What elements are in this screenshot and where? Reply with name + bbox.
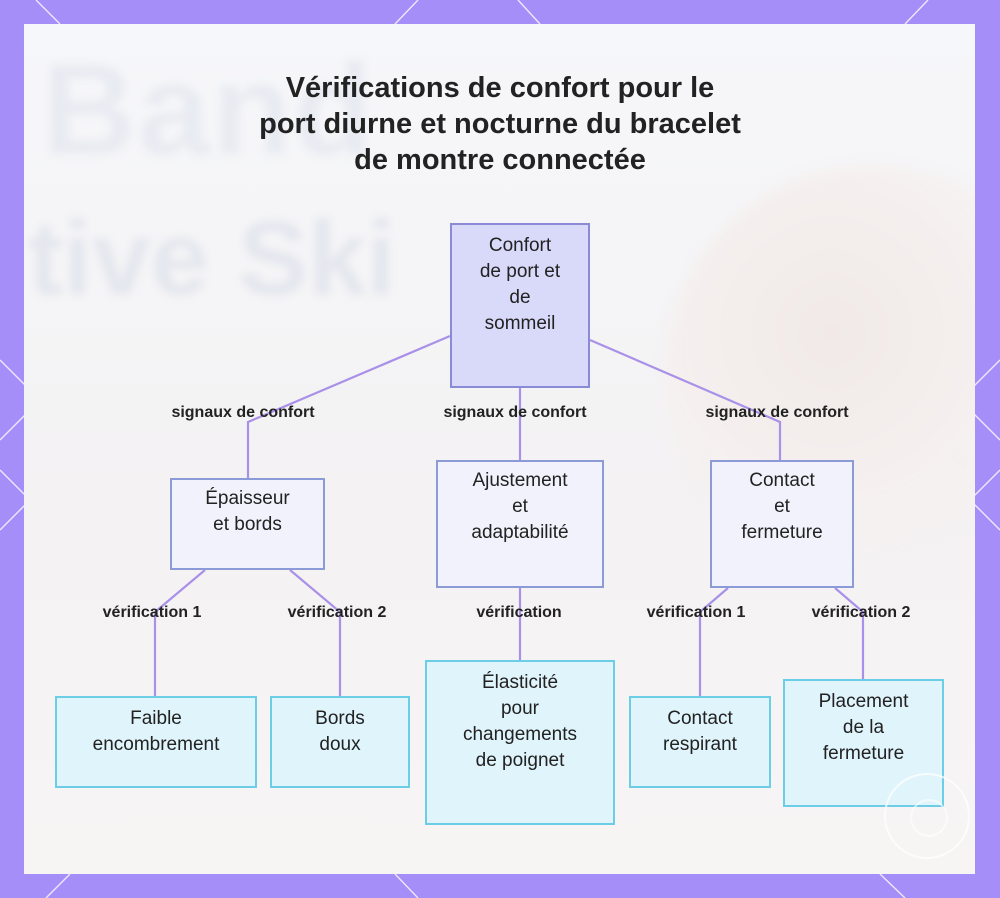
title-line: port diurne et nocturne du bracelet	[259, 108, 741, 140]
edge-label-verif2-left: vérification 2	[287, 604, 387, 621]
node-label: Contact	[667, 708, 733, 729]
node-label: et	[774, 496, 790, 517]
node-contact: Contact et fermeture	[710, 460, 854, 588]
watermark-text: tive Ski	[28, 200, 396, 317]
diagram-title: Vérifications de confort pour le port di…	[150, 70, 850, 178]
corner-stamp-icon	[884, 773, 970, 859]
node-faible-encombrement: Faible encombrement	[55, 696, 257, 788]
node-ajustement: Ajustement et adaptabilité	[436, 460, 604, 588]
edge-root-contact	[589, 338, 782, 460]
title-line: Vérifications de confort pour le	[285, 72, 715, 104]
node-label: doux	[319, 734, 361, 755]
node-label: de	[509, 287, 531, 308]
node-label: adaptabilité	[471, 522, 569, 543]
edge-label-signal-mid: signaux de confort	[443, 404, 587, 421]
node-label: Placement	[818, 691, 909, 712]
edge-label-verif1-right: vérification 1	[646, 604, 746, 621]
node-label: Ajustement	[472, 470, 568, 491]
node-root: Confort de port et de sommeil	[450, 223, 590, 388]
edge-label-verif2-right: vérification 2	[811, 604, 911, 621]
node-label: fermeture	[822, 743, 905, 764]
title-line: de montre connectée	[354, 144, 646, 176]
edge-label-signal-left: signaux de confort	[171, 404, 315, 421]
node-label: de poignet	[475, 750, 565, 771]
node-label: Faible	[130, 708, 182, 729]
node-elasticite: Élasticité pour changements de poignet	[425, 660, 615, 825]
node-label: fermeture	[741, 522, 823, 543]
edge-epaisseur-faible	[153, 569, 206, 696]
node-label: et	[512, 496, 528, 517]
node-label: et bords	[213, 514, 282, 535]
node-label: sommeil	[484, 313, 556, 334]
node-label: respirant	[663, 734, 737, 755]
node-label: Élasticité	[481, 672, 559, 693]
node-bords-doux: Bords doux	[270, 696, 410, 788]
node-label: pour	[500, 698, 540, 719]
edge-label-signal-right: signaux de confort	[705, 404, 849, 421]
node-label: de la	[842, 717, 885, 738]
node-label: changements	[462, 724, 578, 745]
node-epaisseur: Épaisseur et bords	[170, 478, 325, 570]
node-label: Contact	[749, 470, 815, 491]
edge-contact-respirant	[698, 587, 729, 696]
node-contact-respirant: Contact respirant	[629, 696, 771, 788]
node-label: Épaisseur	[205, 488, 290, 509]
edge-epaisseur-bords	[289, 569, 342, 696]
edge-root-epaisseur	[246, 334, 451, 478]
edge-label-verif-mid: vérification	[476, 604, 562, 621]
watermark-text: Band	[42, 36, 375, 182]
node-label: de port et	[479, 261, 561, 282]
node-label: Bords	[315, 708, 365, 729]
node-label: Confort	[488, 235, 552, 256]
node-label: encombrement	[92, 734, 220, 755]
edge-label-verif1-left: vérification 1	[102, 604, 202, 621]
edge-contact-placement	[834, 587, 865, 679]
